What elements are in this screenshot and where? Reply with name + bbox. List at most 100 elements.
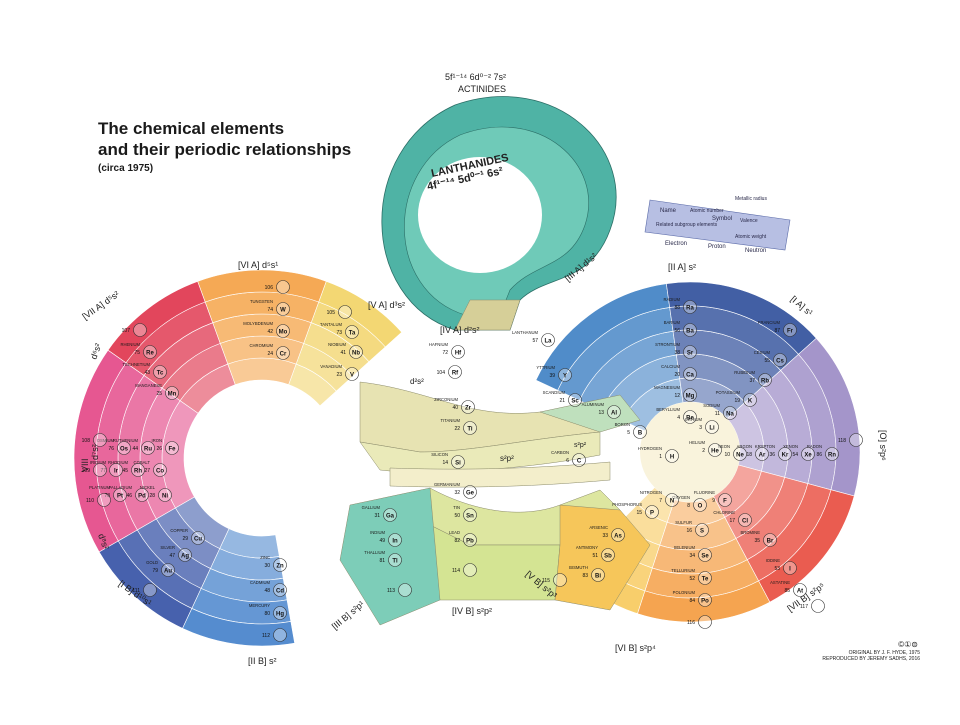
element-name: ALUMINUM bbox=[582, 402, 605, 407]
group-label-vib: [VI B] s²p⁴ bbox=[615, 643, 656, 653]
element-number: 11 bbox=[715, 411, 720, 417]
element-symbol: As bbox=[614, 533, 622, 539]
element-number: 107 bbox=[122, 328, 131, 334]
element-badge bbox=[165, 386, 179, 400]
element-symbol: N bbox=[670, 498, 674, 504]
element-badge bbox=[693, 498, 707, 512]
element-badge bbox=[276, 346, 290, 360]
element-name: IRON bbox=[152, 438, 162, 443]
element-symbol: Cd bbox=[276, 588, 284, 594]
element-badge bbox=[698, 593, 712, 607]
element-symbol: Bi bbox=[595, 573, 601, 579]
left-lobe-center bbox=[184, 380, 340, 536]
viii-d7s2: d⁷s² bbox=[90, 444, 100, 460]
element-badge bbox=[738, 513, 752, 527]
gallium-band bbox=[339, 487, 441, 626]
element-badge bbox=[665, 449, 679, 463]
element-symbol: W bbox=[280, 307, 286, 313]
element-number: 49 bbox=[379, 538, 385, 544]
element-number: 106 bbox=[265, 285, 274, 291]
element-number: 114 bbox=[452, 568, 460, 574]
element-name: BORON bbox=[615, 422, 630, 427]
element-number: 36 bbox=[769, 452, 775, 458]
element-e113: 113 bbox=[387, 583, 412, 597]
element-e109: 109 bbox=[82, 463, 107, 477]
legend-electron: Electron bbox=[665, 241, 687, 247]
element-badge bbox=[698, 548, 712, 562]
element-number: 113 bbox=[387, 588, 395, 594]
legend-neutron: Neutron bbox=[745, 248, 766, 254]
element-name: RUTHENIUM bbox=[113, 438, 139, 443]
element-symbol: Tl bbox=[392, 558, 398, 564]
element-number: 56 bbox=[674, 328, 680, 334]
title-line-2: and their periodic relationships bbox=[98, 140, 352, 159]
element-symbol: Br bbox=[767, 538, 774, 544]
element-osmium: Os76OSMIUM bbox=[97, 438, 131, 455]
element-number: 10 bbox=[724, 452, 730, 458]
element-number: 111 bbox=[132, 588, 140, 594]
element-number: 57 bbox=[532, 338, 538, 344]
element-e115: 115 bbox=[542, 573, 567, 587]
element-badge bbox=[801, 447, 815, 461]
element-symbol: F bbox=[723, 498, 727, 504]
element-badge bbox=[698, 615, 712, 629]
element-symbol: Pb bbox=[466, 538, 474, 544]
element-name: HAFNIUM bbox=[429, 342, 449, 347]
element-badge bbox=[161, 563, 175, 577]
element-badge bbox=[165, 441, 179, 455]
element-badge bbox=[645, 505, 659, 519]
element-number: 54 bbox=[792, 452, 798, 458]
element-number: 86 bbox=[816, 452, 822, 458]
element-name: BARIUM bbox=[664, 320, 681, 325]
iva-stem bbox=[454, 299, 521, 331]
element-number: 6 bbox=[566, 458, 569, 464]
element-symbol: Hg bbox=[276, 611, 284, 617]
diagram-title: The chemical elements and their periodic… bbox=[98, 118, 351, 174]
element-symbol: Si bbox=[455, 460, 461, 466]
element-name: SILVER bbox=[160, 545, 175, 550]
element-badge bbox=[683, 388, 697, 402]
element-number: 16 bbox=[686, 528, 692, 534]
element-name: LITHIUM bbox=[685, 417, 702, 422]
element-symbol: Sr bbox=[687, 350, 694, 356]
element-symbol: Mn bbox=[168, 391, 177, 397]
element-number: 39 bbox=[549, 373, 555, 379]
element-symbol: At bbox=[797, 588, 803, 594]
element-name: MANGANESE bbox=[135, 383, 162, 388]
element-badge bbox=[611, 528, 625, 542]
element-badge bbox=[463, 563, 477, 577]
element-number: 115 bbox=[542, 578, 550, 584]
legend-name-label: Name bbox=[660, 208, 677, 214]
left-lobe bbox=[73, 269, 403, 647]
element-name: MOLYBDENUM bbox=[243, 321, 273, 326]
element-badge bbox=[463, 508, 477, 522]
element-name: SELENIUM bbox=[674, 545, 696, 550]
element-symbol: Sb bbox=[604, 553, 612, 559]
element-symbol: Au bbox=[164, 568, 172, 574]
element-symbol: Rb bbox=[761, 378, 769, 384]
element-iridium: Ir77IRIDIUM bbox=[90, 460, 123, 477]
group-label-va: [V A] d³s² bbox=[368, 300, 405, 310]
element-name: RADON bbox=[807, 444, 822, 449]
element-name: IRIDIUM bbox=[90, 460, 107, 465]
element-name: THALLIUM bbox=[364, 550, 385, 555]
element-badge bbox=[153, 463, 167, 477]
element-badge bbox=[793, 583, 807, 597]
element-name: ZINC bbox=[260, 555, 270, 560]
element-number: 14 bbox=[442, 460, 448, 466]
element-number: 5 bbox=[627, 430, 630, 436]
legend-card: Name Atomic number Symbol Valence Relate… bbox=[644, 196, 791, 254]
element-badge bbox=[97, 493, 111, 507]
